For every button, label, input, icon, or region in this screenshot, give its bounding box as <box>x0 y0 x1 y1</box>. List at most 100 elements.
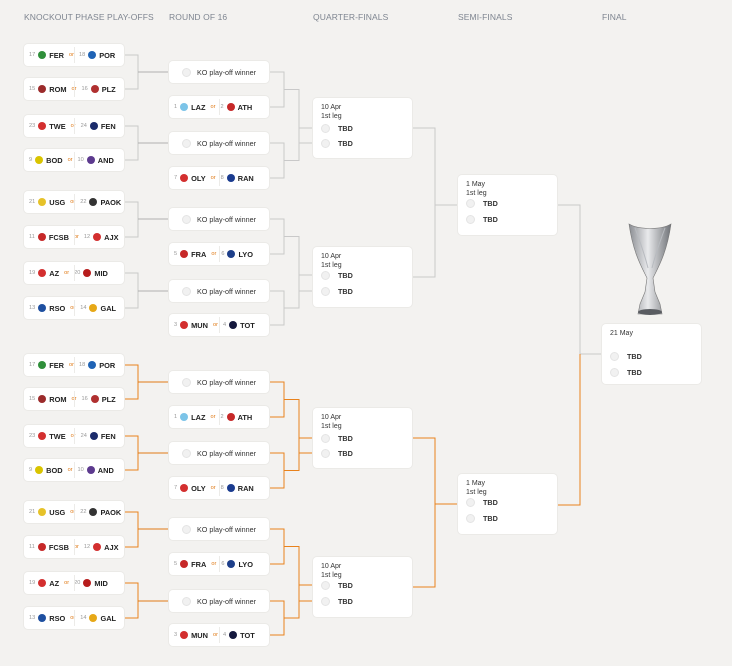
team-crest-icon <box>86 466 95 474</box>
or-separator: or <box>210 104 216 110</box>
placeholder-crest-icon <box>182 596 191 606</box>
playoff-match-card[interactable]: 15ROMor16PLZ <box>24 78 124 100</box>
ko-playoff-winner-card[interactable]: KO play-off winner <box>169 518 269 540</box>
match-date: 21 May <box>610 329 633 338</box>
team-name: BOD <box>46 465 63 475</box>
team-seed: 22 <box>80 509 87 515</box>
trophy-icon <box>627 222 673 321</box>
ko-playoff-winner-card[interactable]: KO play-off winner <box>169 132 269 154</box>
playoff-match-card[interactable]: 23TWEor24FEN <box>24 425 124 447</box>
tbd-team-slot: TBD <box>610 368 642 377</box>
ko-winner-label: KO play-off winner <box>197 138 256 148</box>
tbd-team-slot: TBD <box>610 352 642 361</box>
team-crest-icon <box>38 85 47 93</box>
team-crest-icon <box>229 631 238 639</box>
tbd-team-slot: TBD <box>466 215 498 224</box>
playoff-match-card[interactable]: 23TWEor24FEN <box>24 115 124 137</box>
team-seed: 11 <box>29 234 35 240</box>
team-seed: 20 <box>74 580 81 586</box>
header-semi-finals: SEMI-FINALS <box>458 12 513 22</box>
team-name: FCSB <box>48 232 69 242</box>
tbd-label: TBD <box>483 199 498 208</box>
or-separator: or <box>70 509 76 515</box>
ko-playoff-winner-card[interactable]: KO play-off winner <box>169 371 269 393</box>
team-crest-icon <box>37 543 46 551</box>
team-name: OLY <box>191 173 206 183</box>
tbd-label: TBD <box>338 124 353 133</box>
or-separator: or <box>212 632 218 638</box>
team-seed: 20 <box>74 270 81 276</box>
match-pair: 23TWEor24FEN <box>24 115 124 137</box>
team-seed: 4 <box>222 632 227 638</box>
or-separator: or <box>67 467 73 473</box>
or-separator: or <box>64 580 70 586</box>
ko-playoff-winner-card[interactable]: KO play-off winner <box>169 280 269 302</box>
team-name: POR <box>99 50 116 60</box>
ko-slot: KO play-off winner <box>169 371 269 393</box>
team-crest-icon <box>90 395 99 403</box>
team-seed: 24 <box>80 433 87 439</box>
ko-playoff-winner-card[interactable]: KO play-off winner <box>169 61 269 83</box>
ko-winner-label: KO play-off winner <box>197 448 256 458</box>
tbd-label: TBD <box>338 449 353 458</box>
ko-slot: KO play-off winner <box>169 590 269 612</box>
bracket-connector <box>124 272 139 309</box>
team-seed: 14 <box>80 305 87 311</box>
header-playoffs: KNOCKOUT PHASE PLAY-OFFS <box>24 12 154 22</box>
bracket-connector <box>124 511 139 548</box>
team-name: MID <box>94 578 108 588</box>
ko-playoff-winner-card[interactable]: KO play-off winner <box>169 442 269 464</box>
bracket-connector <box>124 54 139 90</box>
bracket-connector <box>269 528 285 565</box>
team-name: FRA <box>191 249 207 259</box>
playoff-match-card[interactable]: 15ROMor16PLZ <box>24 388 124 410</box>
ko-playoff-winner-card[interactable]: KO play-off winner <box>169 590 269 612</box>
team-name: LAZ <box>191 102 206 112</box>
or-separator: or <box>69 362 75 368</box>
or-separator: or <box>70 199 76 205</box>
tbd-label: TBD <box>627 368 642 377</box>
team-name: RSO <box>49 613 66 623</box>
team-crest-icon <box>226 484 235 492</box>
card-divider <box>74 391 75 407</box>
ko-playoff-winner-card[interactable]: KO play-off winner <box>169 208 269 230</box>
team-seed: 6 <box>221 251 225 257</box>
placeholder-crest-icon <box>466 215 475 224</box>
placeholder-crest-icon <box>182 377 191 387</box>
bracket-connector <box>412 437 436 588</box>
